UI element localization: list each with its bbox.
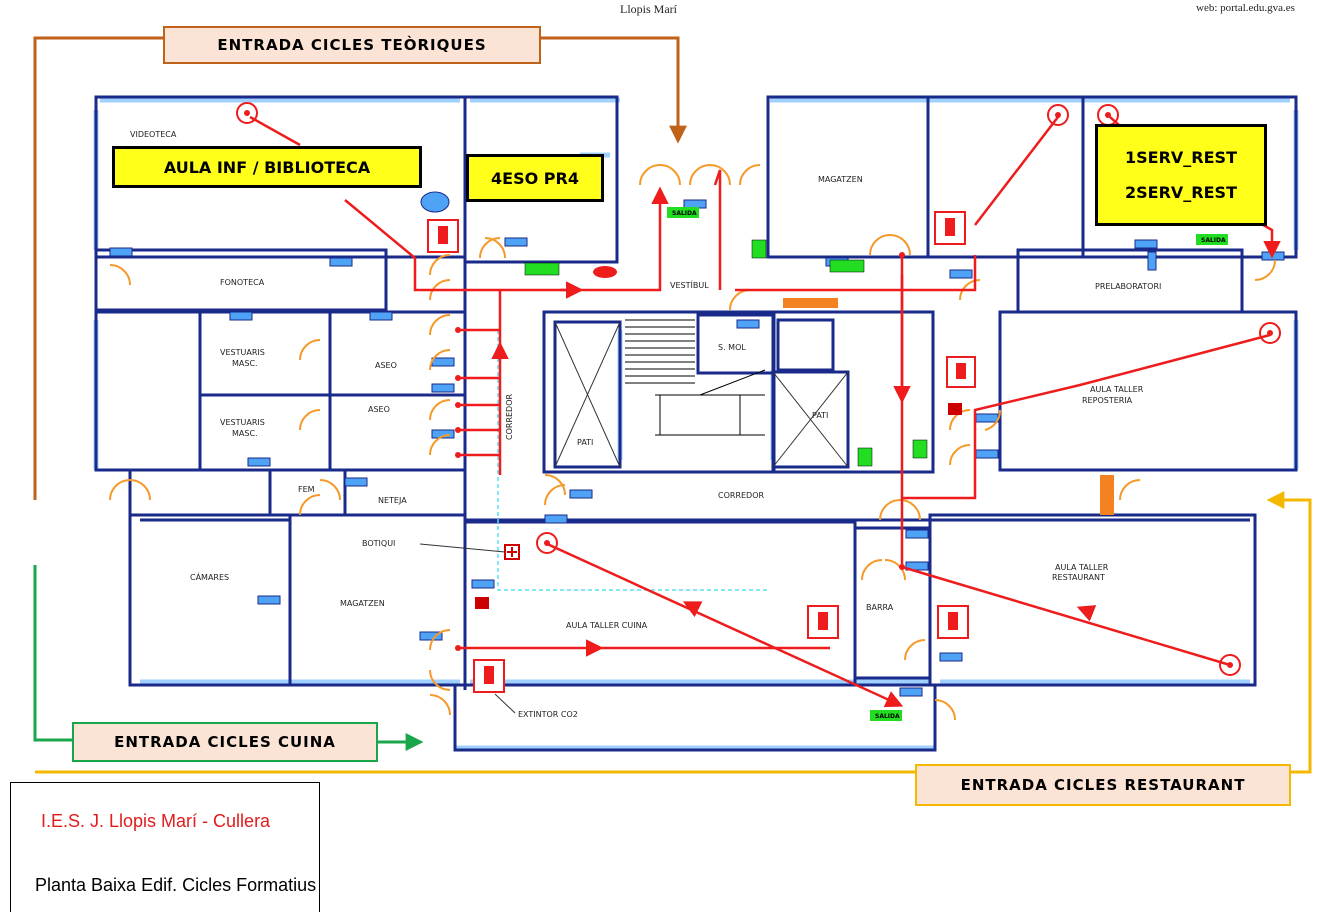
room-barra: BARRA <box>866 603 894 612</box>
room-4eso-label: 4ESO PR4 <box>466 154 604 202</box>
room-2serv-text: 2SERV_REST <box>1125 183 1237 202</box>
extintor-label: EXTINTOR CO2 <box>518 710 578 719</box>
cuina-route-line <box>33 565 75 742</box>
room-vestuaris-2: VESTUARIS <box>220 418 265 427</box>
room-prelaboratori: PRELABORATORI <box>1095 282 1161 291</box>
entrance-restaurant-label: ENTRADA CICLES RESTAURANT <box>915 764 1291 806</box>
room-vestuaris-1: VESTUARIS <box>220 348 265 357</box>
restaurant-route-right <box>1266 491 1312 774</box>
header-right-text: web: portal.edu.gva.es <box>1196 2 1295 14</box>
hose-cabinet-top <box>783 298 838 308</box>
walls <box>94 95 1298 752</box>
room-aula-cuina: AULA TALLER CUINA <box>566 621 648 630</box>
salida-sign-1: SALIDA <box>672 210 697 217</box>
room-pati-2: PATI <box>812 411 828 420</box>
room-magatzen-left: MAGATZEN <box>340 599 385 608</box>
room-aula-repo-1: AULA TALLER <box>1090 385 1144 394</box>
radiators <box>109 199 1285 697</box>
room-aula-rest-1: AULA TALLER <box>1055 563 1109 572</box>
room-camares: CÁMARES <box>190 571 229 582</box>
room-corredor-vertical: CORREDOR <box>505 393 514 440</box>
room-serv-label: 1SERV_REST 2SERV_REST <box>1095 124 1267 226</box>
entrance-teorics-label: ENTRADA CICLES TEÒRIQUES <box>163 26 541 64</box>
hose-icon <box>593 266 617 278</box>
legend-box: I.E.S. J. Llopis Marí - Cullera Planta B… <box>10 782 320 912</box>
room-vestibul: VESTÍBUL <box>670 279 709 290</box>
room-fonoteca: FONOTECA <box>220 278 265 287</box>
salida-sign-3: SALIDA <box>875 713 900 720</box>
origin-dots <box>244 110 1273 668</box>
room-magatzen-top: MAGATZEN <box>818 175 863 184</box>
alarm-buttons <box>475 403 962 609</box>
room-videoteca: VIDEOTECA <box>130 130 177 139</box>
extintor-pointer <box>494 693 516 714</box>
legend-floor-name: Planta Baixa Edif. Cicles Formatius <box>35 875 317 895</box>
stairs <box>625 319 766 436</box>
salida-sign-2: SALIDA <box>1201 237 1226 244</box>
room-aseo-1: ASEO <box>375 361 397 370</box>
origin-markers <box>236 102 1281 676</box>
fountain <box>420 191 450 213</box>
salida-signs: SALIDA SALIDA SALIDA <box>667 207 1228 721</box>
room-aula-inf-label: AULA INF / BIBLIOTECA <box>112 146 422 188</box>
room-pati-1: PATI <box>577 438 593 447</box>
room-aula-repo-2: REPOSTERIA <box>1082 396 1133 405</box>
room-labels: VIDEOTECA FONOTECA VESTUARIS MASC. VESTU… <box>130 130 1161 719</box>
room-1serv-text: 1SERV_REST <box>1125 148 1237 167</box>
teorics-route-line-right <box>540 36 687 144</box>
room-aseo-2: ASEO <box>368 405 390 414</box>
pati-crosses <box>554 321 849 468</box>
botiqui-pointer <box>419 543 506 553</box>
entrance-route-lines <box>33 36 1312 774</box>
entrance-cuina-label: ENTRADA CICLES CUINA <box>72 722 378 762</box>
room-fem: FEM <box>298 485 315 494</box>
room-neteja: NETEJA <box>378 496 407 505</box>
room-botiqui: BOTIQUI <box>362 539 395 548</box>
room-aula-rest-2: RESTAURANT <box>1052 573 1105 582</box>
corridor-dashed <box>497 330 770 591</box>
hose-cabinet-right <box>1100 475 1114 515</box>
legend-school-name: I.E.S. J. Llopis Marí - Cullera <box>41 811 271 831</box>
room-vestuaris-2-sub: MASC. <box>232 429 258 438</box>
evacuation-routes <box>249 115 1281 708</box>
teorics-route-line <box>33 36 165 500</box>
room-s-mol: S. MOL <box>718 343 746 352</box>
room-vestuaris-1-sub: MASC. <box>232 359 258 368</box>
extinguisher-icons <box>427 211 976 693</box>
room-corredor-horizontal: CORREDOR <box>718 491 765 500</box>
header-left-text: Llopis Marí <box>620 2 677 16</box>
green-arrow-signs <box>524 239 928 467</box>
doors <box>109 164 1276 721</box>
